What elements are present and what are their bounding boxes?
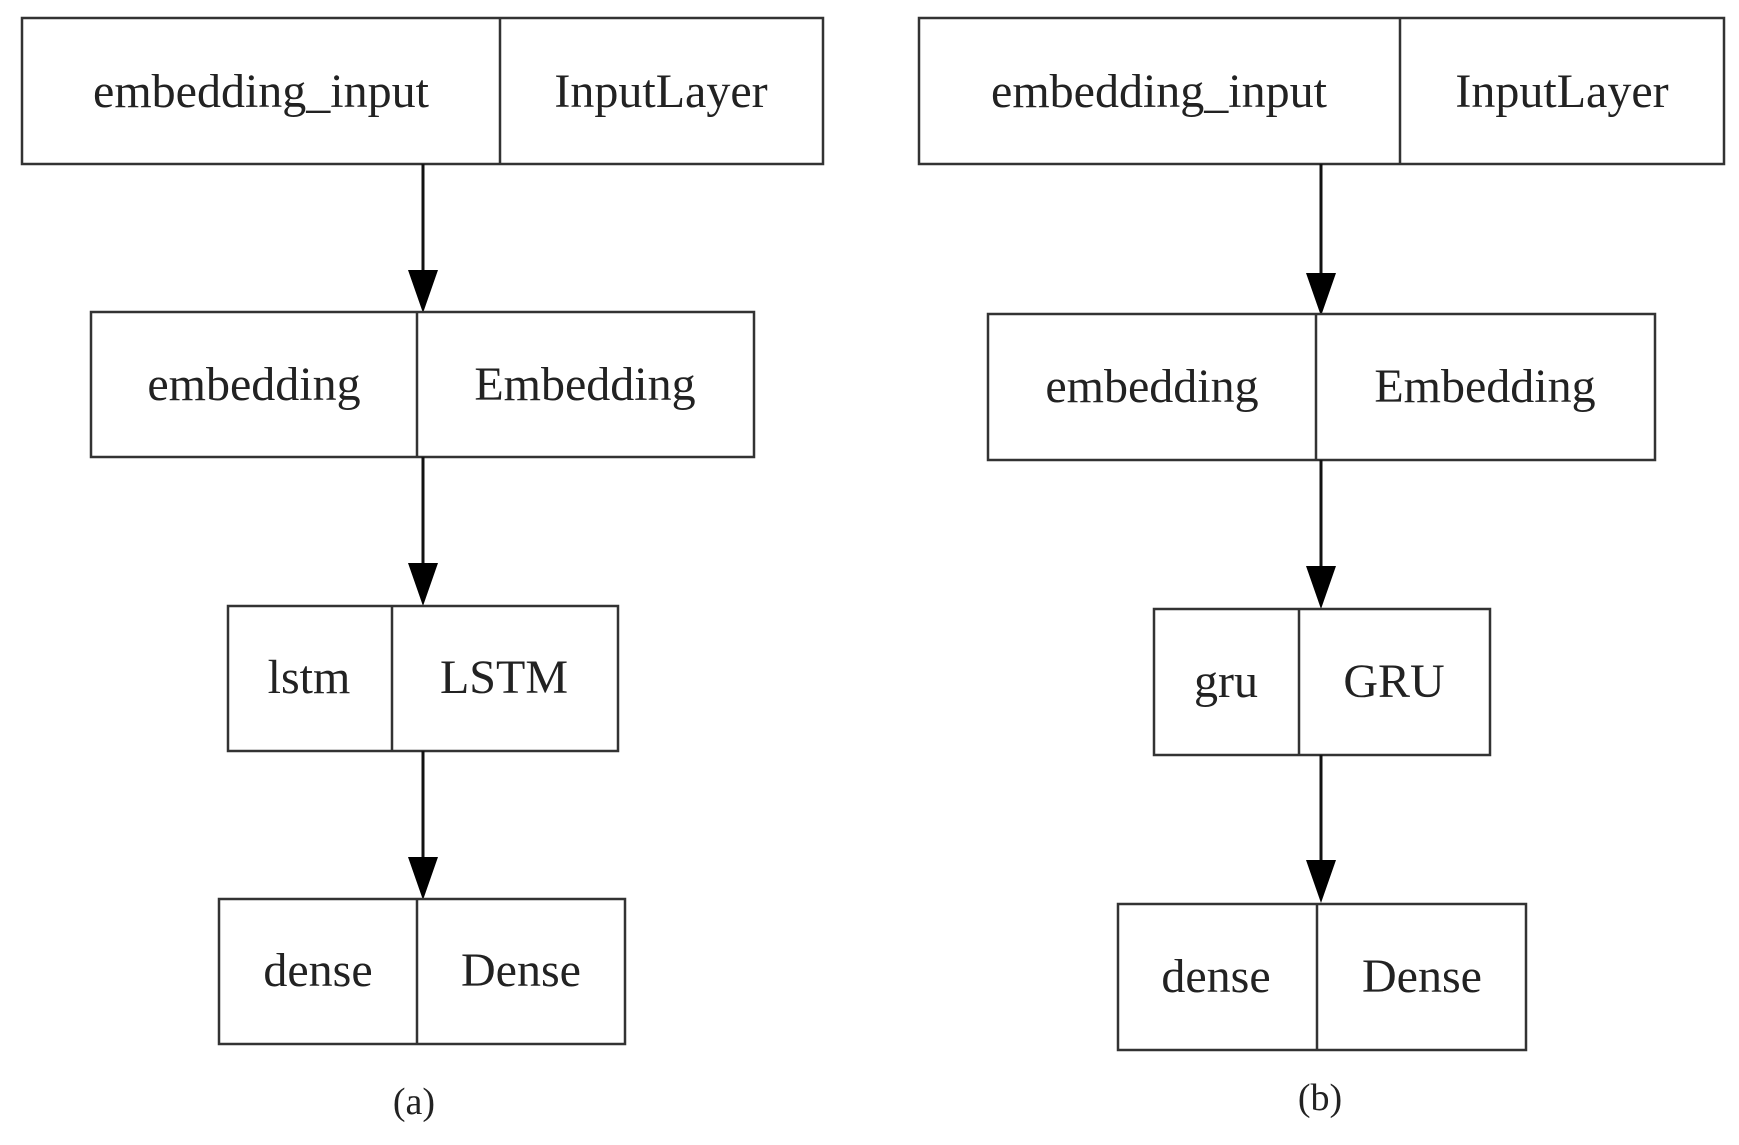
node-box — [217, 897, 627, 1046]
edge-arrow — [408, 457, 438, 606]
layer-type: Dense — [1362, 950, 1482, 1003]
layer-type: Embedding — [474, 358, 695, 411]
node-dense: dense Dense — [1116, 902, 1528, 1052]
node-dense: dense Dense — [217, 897, 627, 1046]
layer-name: dense — [263, 944, 372, 997]
node-box — [986, 312, 1657, 462]
diagram-a: embedding_input InputLayer embedding Emb… — [20, 16, 825, 1123]
layer-name: embedding — [147, 358, 360, 411]
caption-a: (a) — [393, 1081, 435, 1123]
layer-type: LSTM — [440, 651, 568, 704]
edge-arrow — [408, 751, 438, 900]
node-box — [1152, 607, 1492, 757]
layer-type: GRU — [1343, 655, 1444, 708]
caption-b: (b) — [1298, 1077, 1342, 1119]
layer-name: embedding_input — [991, 65, 1328, 118]
node-box — [917, 16, 1726, 166]
layer-name: dense — [1161, 950, 1270, 1003]
edge-arrow — [1306, 460, 1336, 609]
layer-name: lstm — [268, 651, 351, 704]
node-gru: gru GRU — [1152, 607, 1492, 757]
layer-type: Dense — [461, 944, 581, 997]
node-embedding-input: embedding_input InputLayer — [917, 16, 1726, 166]
edge-arrow — [408, 164, 438, 313]
node-box — [20, 16, 825, 166]
edge-arrow — [1306, 164, 1336, 316]
layer-type: Embedding — [1374, 360, 1595, 413]
layer-name: embedding_input — [93, 65, 430, 118]
layer-type: InputLayer — [1455, 65, 1668, 118]
node-embedding-input: embedding_input InputLayer — [20, 16, 825, 166]
node-box — [1116, 902, 1528, 1052]
node-embedding: embedding Embedding — [986, 312, 1657, 462]
layer-name: gru — [1194, 655, 1258, 708]
node-box — [89, 310, 756, 459]
node-embedding: embedding Embedding — [89, 310, 756, 459]
node-lstm: lstm LSTM — [226, 604, 620, 753]
layer-type: InputLayer — [554, 65, 767, 118]
layer-name: embedding — [1045, 360, 1258, 413]
diagram-b: embedding_input InputLayer embedding Emb… — [917, 16, 1726, 1119]
edge-arrow — [1306, 755, 1336, 903]
node-box — [226, 604, 620, 753]
